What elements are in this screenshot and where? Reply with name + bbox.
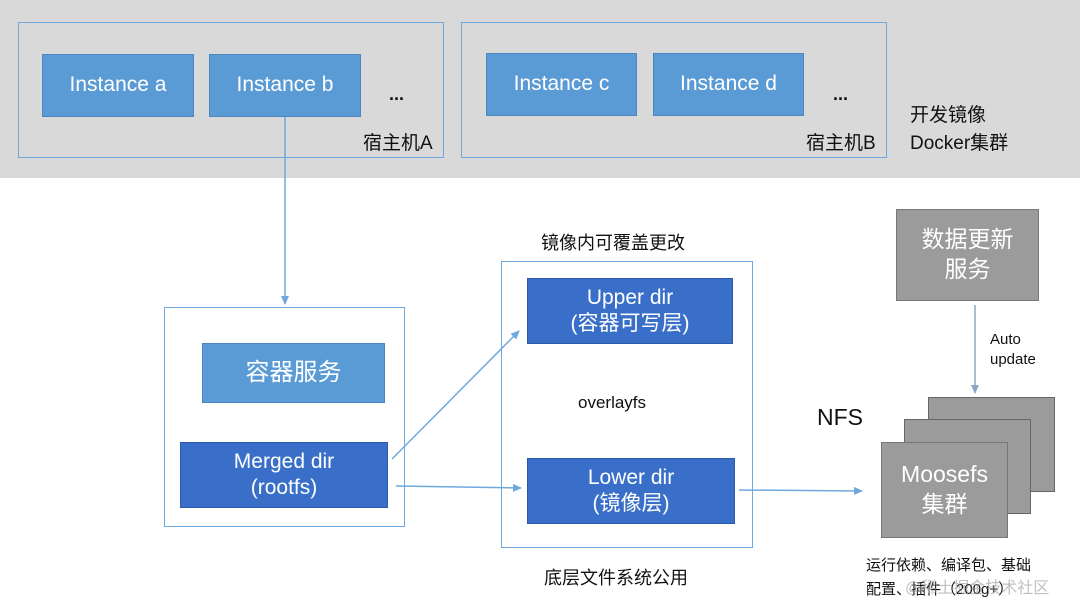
host-a-frame xyxy=(18,22,444,158)
merged-dir-box: Merged dir (rootfs) xyxy=(180,442,388,508)
host-b-label: 宿主机B xyxy=(806,133,876,154)
instance-b-box: Instance b xyxy=(209,54,361,117)
watermark: @稀土掘金技术社区 xyxy=(905,580,1050,597)
host-b-frame xyxy=(461,22,887,158)
overlayfs-label: overlayfs xyxy=(578,393,647,412)
upper-dir-box: Upper dir (容器可写层) xyxy=(527,278,733,344)
overlay-top-caption: 镜像内可覆盖更改 xyxy=(541,233,685,253)
storage-caption-line2: 配置、插件（200g+） xyxy=(866,581,1014,598)
container-service-box: 容器服务 xyxy=(202,343,385,403)
merged-to-upper-arrow xyxy=(391,330,520,460)
host-a-label: 宿主机A xyxy=(363,133,433,154)
host-b-ellipsis: ... xyxy=(833,84,849,104)
nfs-label: NFS xyxy=(817,404,863,430)
instance-a-box: Instance a xyxy=(42,54,194,117)
instance-d-box: Instance d xyxy=(653,53,804,116)
overlay-bottom-caption: 底层文件系统公用 xyxy=(544,568,688,588)
host-a-ellipsis: ... xyxy=(389,84,405,104)
auto-update-label: Auto update xyxy=(990,331,1036,369)
moosefs-cluster-box: Moosefs 集群 xyxy=(881,442,1008,538)
storage-caption-line1: 运行依赖、编译包、基础 xyxy=(866,557,1032,574)
data-update-service-box: 数据更新 服务 xyxy=(896,209,1039,301)
lower-dir-box: Lower dir (镜像层) xyxy=(527,458,735,524)
instance-c-box: Instance c xyxy=(486,53,637,116)
lower-to-moosefs-arrow xyxy=(738,486,863,495)
cluster-label: 开发镜像 Docker集群 xyxy=(910,105,1009,154)
